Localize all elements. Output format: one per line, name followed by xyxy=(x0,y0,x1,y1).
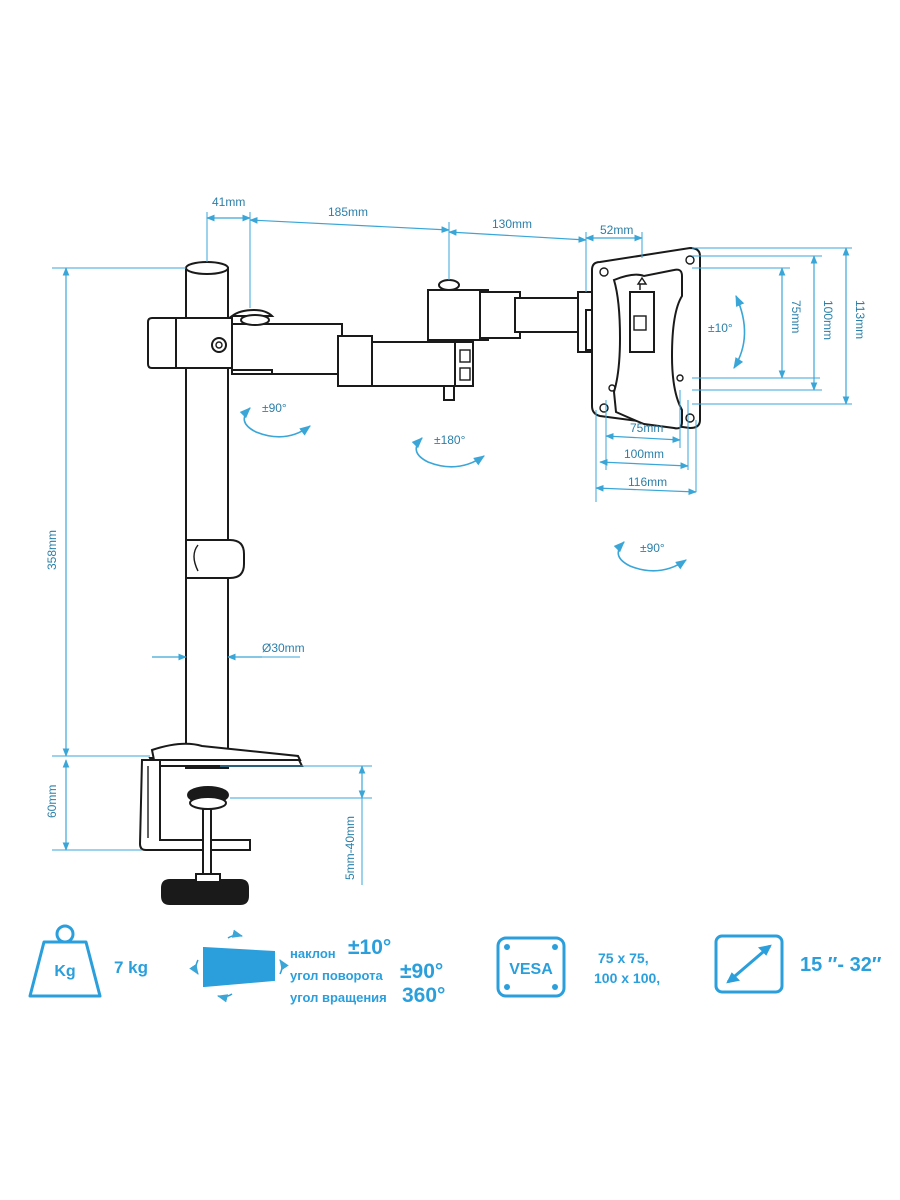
dim-arm-offset: 41mm xyxy=(212,195,245,209)
adjustment-specs: наклон ±10° угол поворота ±90° угол вращ… xyxy=(290,936,460,1008)
rot-joint1: ±90° xyxy=(262,401,287,415)
screen-size-icon xyxy=(714,934,784,994)
dim-pole-diameter: Ø30mm xyxy=(262,641,305,655)
dim-head-offset: 52mm xyxy=(600,223,633,237)
dim-plate-h: 113mm xyxy=(853,300,867,339)
tilt-label: наклон xyxy=(290,946,336,961)
swivel-label: угол поворота xyxy=(290,968,383,983)
dim-plate-w: 116mm xyxy=(628,475,667,489)
dim-vesa-h75: 75mm xyxy=(789,300,803,333)
cable-clip xyxy=(185,539,245,579)
dim-pole-height: 358mm xyxy=(45,530,59,570)
dimension-lines xyxy=(52,212,852,885)
vesa-sizes: 75 x 75, 100 x 100, xyxy=(594,948,660,988)
dim-vesa-h100: 100mm xyxy=(821,300,835,340)
rot-swivel: ±90° xyxy=(640,541,665,555)
vesa-icon-label: VESA xyxy=(509,961,553,978)
dim-clamp-height: 60mm xyxy=(45,785,59,818)
c-clamp xyxy=(138,759,251,851)
clamp-knob xyxy=(161,879,249,905)
rot-tilt: ±10° xyxy=(708,321,733,335)
swivel-value: ±90° xyxy=(400,960,444,983)
weight-icon: Kg xyxy=(28,924,102,998)
rotation-indicators: ±90° ±180° ±10° ±90° xyxy=(239,294,746,572)
dimension-labels: 41mm 185mm 130mm 52mm 358mm 60mm 5mm-40m… xyxy=(45,195,867,880)
weight-value: 7 kg xyxy=(114,958,149,977)
weight-icon-label: Kg xyxy=(54,963,75,980)
dim-vesa-w100: 100mm xyxy=(624,447,664,461)
screen-size-value: 15 ″- 32″ xyxy=(800,954,882,976)
rotation-label: угол вращения xyxy=(290,990,387,1005)
vesa-line-2: 100 x 100, xyxy=(594,970,661,986)
arm-1 xyxy=(231,323,343,375)
rotation-value: 360° xyxy=(402,984,446,1007)
rot-joint2: ±180° xyxy=(434,433,466,447)
vesa-icon: VESA xyxy=(496,936,566,998)
dim-clamp-range: 5mm-40mm xyxy=(343,816,357,880)
tilt-value: ±10° xyxy=(348,936,392,959)
dim-vesa-w75: 75mm xyxy=(630,421,663,435)
dim-arm1-length: 185mm xyxy=(328,205,368,219)
dim-arm2-length: 130mm xyxy=(492,217,532,231)
screen-rotate-icon xyxy=(189,929,289,1003)
mount-drawing xyxy=(138,246,701,905)
vesa-line-1: 75 x 75, xyxy=(598,950,649,966)
